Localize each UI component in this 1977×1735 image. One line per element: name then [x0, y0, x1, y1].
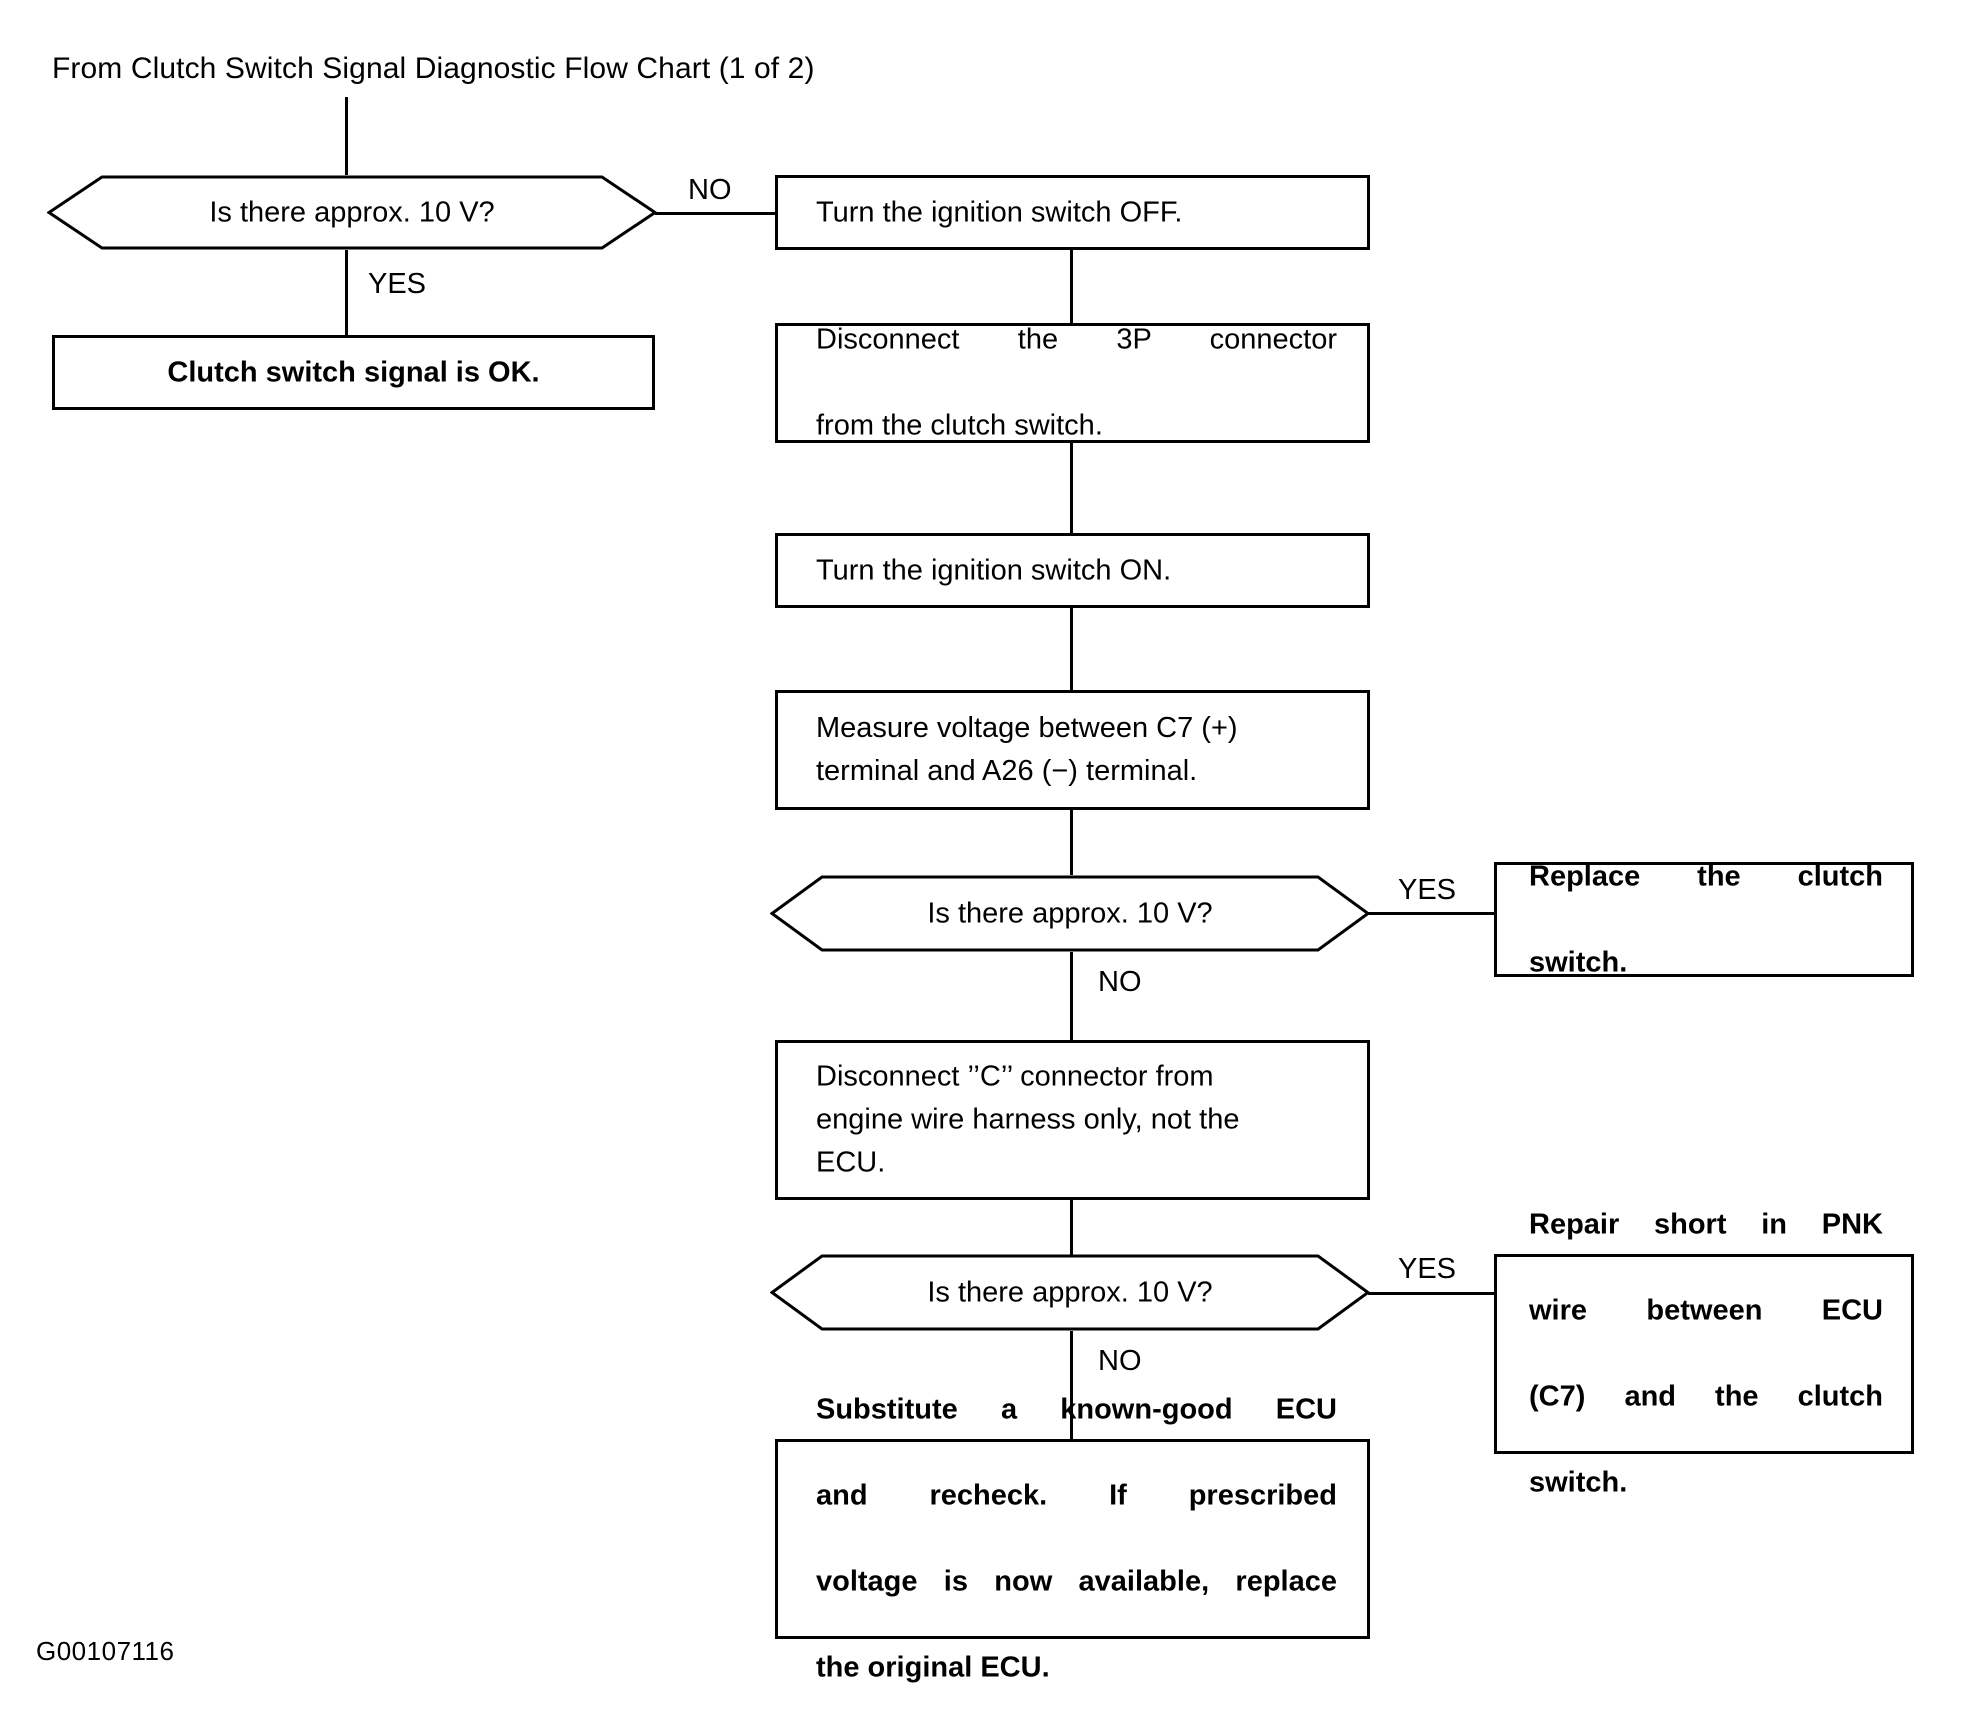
node-replace-clutch-switch-line-2: switch. — [1529, 946, 1628, 978]
node-turn-ignition-on-text: Turn the ignition switch ON. — [816, 554, 1172, 586]
node-repair-short-line-4: switch. — [1529, 1466, 1628, 1499]
node-measure-voltage-line-1: Measure voltage between C7 (+) — [816, 712, 1238, 744]
node-substitute-ecu-line-1: Substitute a known-good ECU — [816, 1393, 1337, 1426]
node-turn-ignition-off: Turn the ignition switch OFF. — [775, 175, 1370, 250]
node-repair-short-pnk-text: Repair short in PNK wire between ECU (C7… — [1529, 1204, 1883, 1505]
decision2-label: Is there approx. 10 V? — [927, 897, 1213, 929]
node-substitute-ecu-line-2: and recheck. If prescribed — [816, 1479, 1337, 1512]
node-replace-clutch-switch: Replace the clutch switch. — [1494, 860, 1914, 978]
branch-label-yes-1: YES — [368, 268, 427, 300]
branch-label-yes-3: YES — [1398, 1253, 1457, 1285]
node-replace-clutch-switch-line-1: Replace the clutch — [1529, 860, 1883, 892]
decision3-label: Is there approx. 10 V? — [927, 1276, 1213, 1308]
node-substitute-ecu-text: Substitute a known-good ECU and recheck.… — [816, 1389, 1337, 1690]
node-disconnect-c-line-1: Disconnect ’’C’’ connector from — [816, 1060, 1214, 1093]
node-disconnect-c-connector: Disconnect ’’C’’ connector from engine w… — [775, 1040, 1370, 1200]
node-clutch-switch-ok: Clutch switch signal is OK. — [52, 335, 655, 410]
node-substitute-ecu-line-3: voltage is now available, replace — [816, 1565, 1337, 1598]
node-repair-short-line-1: Repair short in PNK — [1529, 1208, 1883, 1241]
branch-label-no-1: NO — [688, 174, 732, 206]
connector-decision1-yes — [345, 250, 348, 335]
branch-label-yes-2: YES — [1398, 874, 1457, 906]
node-disconnect-3p: Disconnect the 3P connector from the clu… — [775, 323, 1370, 443]
node-measure-voltage: Measure voltage between C7 (+) terminal … — [775, 690, 1370, 810]
node-disconnect-3p-text: Disconnect the 3P connector from the clu… — [816, 319, 1337, 448]
node-substitute-ecu-line-4: the original ECU. — [816, 1651, 1050, 1684]
connector-measure-to-decision2 — [1070, 810, 1073, 875]
node-turn-ignition-off-text: Turn the ignition switch OFF. — [816, 196, 1183, 228]
node-substitute-ecu: Substitute a known-good ECU and recheck.… — [775, 1394, 1370, 1684]
connector-decision3-yes — [1368, 1292, 1494, 1295]
connector-entry-to-decision1 — [345, 97, 348, 175]
connector-decision3-no — [1070, 1331, 1073, 1439]
node-clutch-switch-ok-text: Clutch switch signal is OK. — [167, 356, 540, 388]
connector-ignon-to-measure — [1070, 608, 1073, 690]
connector-decision2-yes — [1368, 912, 1494, 915]
decision-node-3: Is there approx. 10 V? — [770, 1254, 1370, 1331]
connector-decision2-no — [1070, 952, 1073, 1040]
decision-node-2: Is there approx. 10 V? — [770, 875, 1370, 952]
node-measure-voltage-text: Measure voltage between C7 (+) terminal … — [816, 707, 1337, 793]
node-disconnect-3p-line-2: from the clutch switch. — [816, 409, 1103, 442]
connector-decision1-no — [655, 212, 775, 215]
reference-code: G00107116 — [36, 1636, 175, 1666]
connector-disconnectc-to-decision3 — [1070, 1200, 1073, 1283]
page-header-text: From Clutch Switch Signal Diagnostic Flo… — [52, 52, 815, 85]
node-disconnect-c-connector-text: Disconnect ’’C’’ connector from engine w… — [816, 1056, 1337, 1185]
node-repair-short-line-2: wire between ECU — [1529, 1294, 1883, 1327]
branch-label-no-2: NO — [1098, 966, 1142, 998]
decision-node-1: Is there approx. 10 V? — [47, 175, 657, 250]
connector-ignoff-to-disconnect3p — [1070, 250, 1073, 323]
node-turn-ignition-on: Turn the ignition switch ON. — [775, 533, 1370, 608]
branch-label-no-3: NO — [1098, 1345, 1142, 1377]
node-disconnect-3p-line-1: Disconnect the 3P connector — [816, 323, 1337, 356]
node-repair-short-line-3: (C7) and the clutch — [1529, 1380, 1883, 1413]
node-disconnect-c-line-3: ECU. — [816, 1146, 886, 1179]
connector-disconnect3p-to-ignon — [1070, 443, 1073, 533]
decision1-label: Is there approx. 10 V? — [209, 196, 495, 228]
node-measure-voltage-line-2: terminal and A26 (−) terminal. — [816, 755, 1198, 787]
node-replace-clutch-switch-text: Replace the clutch switch. — [1529, 855, 1883, 984]
node-repair-short-pnk: Repair short in PNK wire between ECU (C7… — [1494, 1209, 1914, 1499]
node-disconnect-c-line-2: engine wire harness only, not the — [816, 1103, 1240, 1136]
